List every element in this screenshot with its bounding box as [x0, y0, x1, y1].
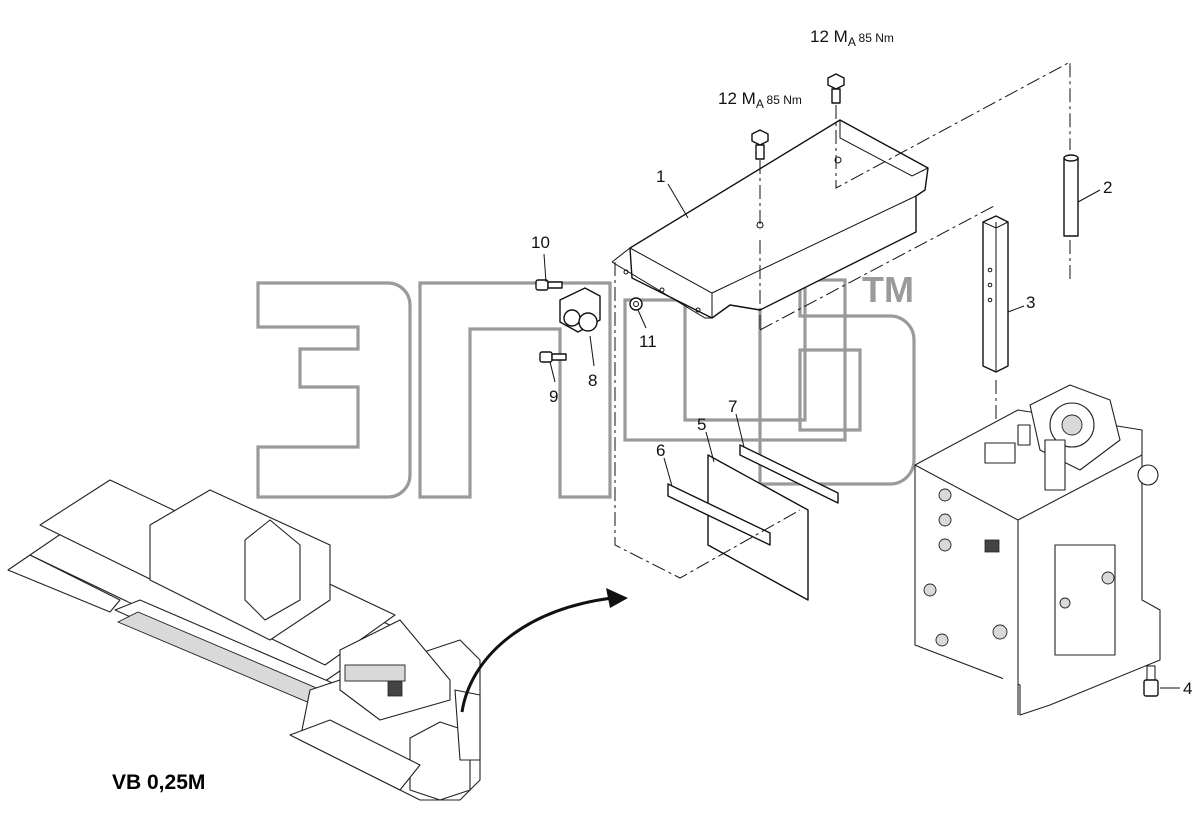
part-6-strip — [667, 483, 771, 546]
part-label-2: 2 — [1103, 178, 1112, 197]
part-12-bolt-a — [751, 129, 769, 160]
part-label-5: 5 — [697, 415, 706, 434]
part-label-7: 7 — [728, 397, 737, 416]
location-arrow — [460, 588, 628, 713]
watermark-tm: TM — [862, 269, 914, 310]
part-11-nut — [629, 297, 643, 311]
part-3-post — [982, 215, 1009, 373]
part-9-screw — [539, 351, 567, 363]
leader-lines — [543, 183, 1180, 689]
part-label-10: 10 — [531, 233, 550, 252]
part-label-9: 9 — [549, 387, 558, 406]
part-1-cover — [611, 119, 929, 319]
part-label-8: 8 — [588, 371, 597, 390]
part-label-4: 4 — [1183, 679, 1192, 698]
model-caption: VB 0,25M — [112, 771, 205, 794]
part-12-bolt-b — [827, 73, 845, 104]
part-10-screw — [535, 279, 563, 291]
part-7-strip — [739, 444, 839, 504]
torque-callout-upper: 12 MA 85 Nm — [810, 27, 894, 49]
part-4-bolt — [1143, 665, 1159, 697]
part-8-hinge — [559, 287, 601, 333]
part-label-1: 1 — [656, 167, 665, 186]
machine-overview — [7, 479, 481, 801]
part-label-3: 3 — [1026, 293, 1035, 312]
part-2-spacer — [1063, 154, 1079, 237]
part-label-11: 11 — [639, 332, 657, 351]
torque-callout-lower: 12 MA 85 Nm — [718, 89, 802, 111]
part-label-6: 6 — [656, 441, 665, 460]
mount-block-assembly — [914, 384, 1161, 716]
